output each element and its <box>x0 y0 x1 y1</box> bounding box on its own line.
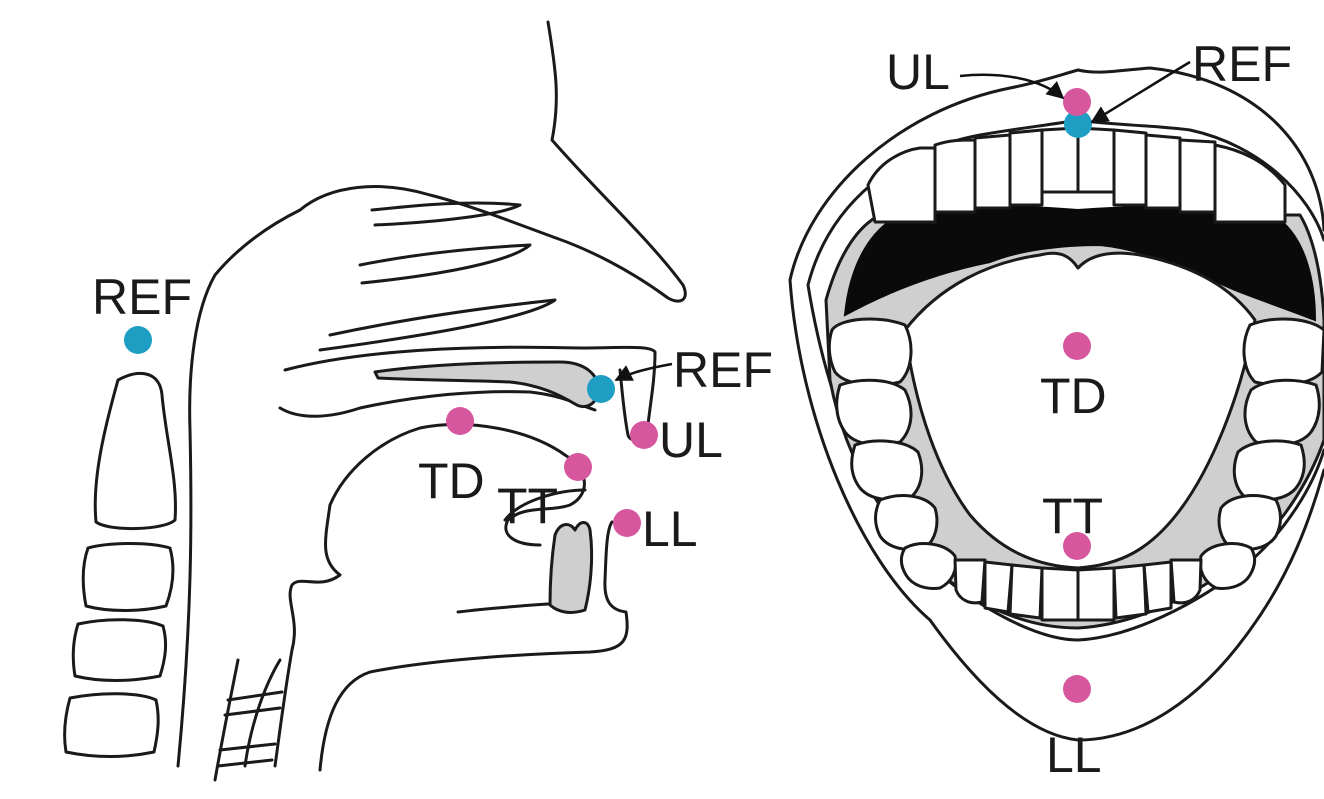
label-tt: TT <box>497 478 558 534</box>
floor-of-mouth <box>458 604 548 612</box>
vertebra-2 <box>83 544 173 611</box>
label-ref-palate: REF <box>673 342 773 398</box>
label-front-ul: UL <box>886 44 950 100</box>
label-ll: LL <box>642 501 698 557</box>
vertebra-1 <box>95 373 175 528</box>
label-front-ref: REF <box>1192 36 1292 92</box>
label-front-ll: LL <box>1046 727 1102 783</box>
label-ref-head: REF <box>92 269 192 325</box>
lower-incisor <box>550 523 592 613</box>
sensor-td <box>446 407 474 435</box>
turbinate-upper <box>372 203 520 225</box>
sensor-tt <box>564 453 592 481</box>
sensor-front-ll <box>1063 675 1091 703</box>
frontal-view: UL REF TD TT LL <box>790 36 1324 783</box>
label-front-tt: TT <box>1042 488 1103 544</box>
nose-outline <box>548 22 685 301</box>
sensor-front-ul <box>1063 88 1091 116</box>
label-td: TD <box>418 453 485 509</box>
pharynx-wall <box>275 505 340 766</box>
label-front-td: TD <box>1040 368 1107 424</box>
sensor-ref-head <box>124 326 152 354</box>
vertebra-3 <box>73 620 165 681</box>
sensor-ul <box>630 421 658 449</box>
turbinate-lower <box>320 300 555 350</box>
sensor-front-td <box>1063 332 1091 360</box>
ref-palate-arrow <box>616 364 672 380</box>
trachea-ring-2 <box>225 708 280 715</box>
palate-lower <box>280 392 595 417</box>
label-ul: UL <box>659 412 723 468</box>
sagittal-view: REF REF UL TD TT LL <box>65 22 773 780</box>
sensor-ref-palate <box>587 375 615 403</box>
sensor-ll <box>613 509 641 537</box>
turbinate-middle <box>360 245 530 283</box>
trachea-ring-1 <box>228 692 282 700</box>
vertebra-4 <box>65 694 159 757</box>
trachea-left <box>215 660 238 780</box>
upper-teeth <box>868 128 1285 222</box>
